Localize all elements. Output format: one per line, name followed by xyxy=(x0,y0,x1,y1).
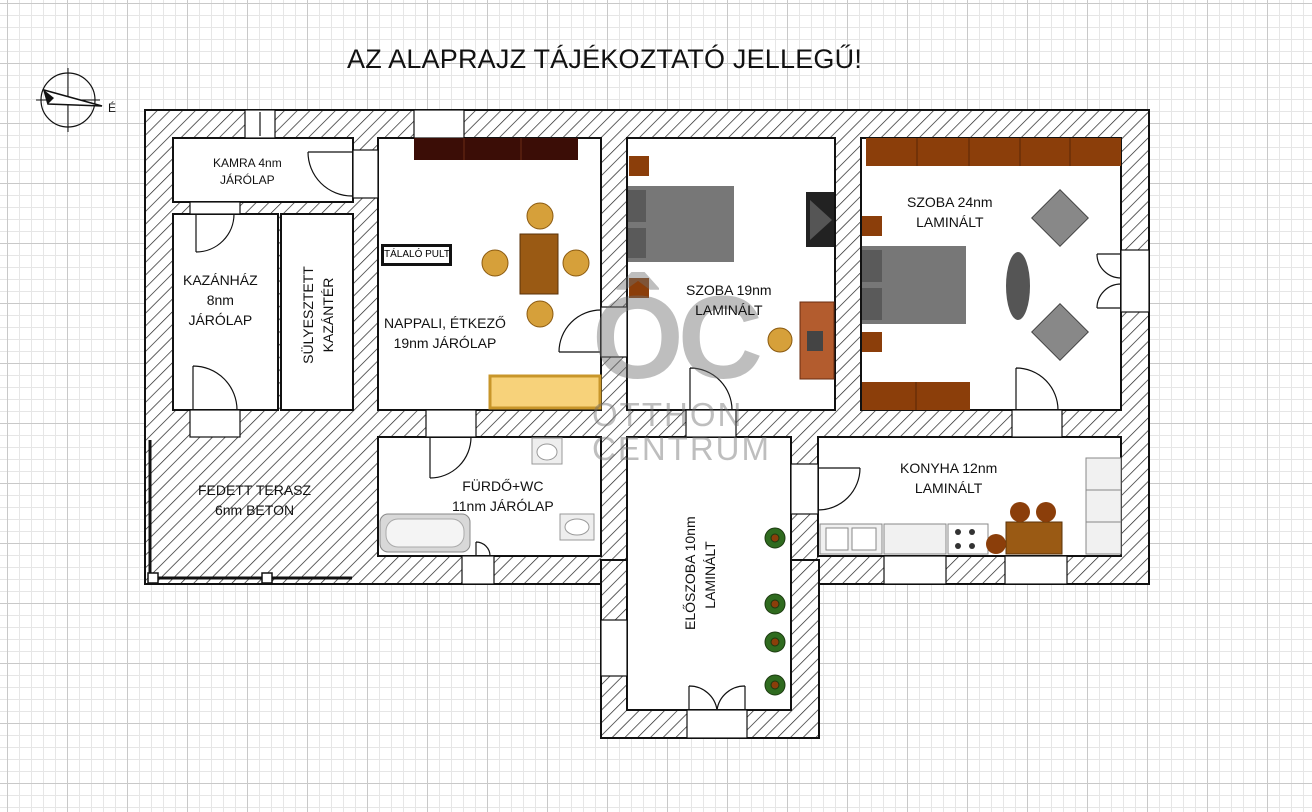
compass-icon: É xyxy=(36,68,116,132)
sofa-yellow xyxy=(488,374,602,410)
page-title: AZ ALAPRAJZ TÁJÉKOZTATÓ JELLEGŰ! xyxy=(347,44,863,74)
bed-szoba19 xyxy=(628,156,734,298)
bathtub xyxy=(379,513,471,553)
wardrobe-top xyxy=(866,138,1121,166)
room-szoba24 xyxy=(860,137,1122,411)
compass-label: É xyxy=(108,100,116,115)
wardrobe-bottom xyxy=(862,382,970,410)
bed-szoba24 xyxy=(862,216,966,352)
sinks xyxy=(531,437,595,541)
armchairs xyxy=(1006,189,1089,361)
desk xyxy=(767,301,835,380)
kitchen-counter xyxy=(819,457,1122,555)
doors xyxy=(189,109,1150,739)
label-talalo-pult: TÁLALÓ PULT xyxy=(381,244,452,266)
kitchen-cabinet-dark xyxy=(414,138,578,160)
room-kazanter xyxy=(280,213,354,411)
terrace xyxy=(147,440,352,584)
room-kamra xyxy=(172,137,354,203)
kitchen-table xyxy=(986,502,1063,555)
dining-table xyxy=(481,202,590,328)
fireplace xyxy=(806,192,834,247)
plant-icons xyxy=(764,527,786,696)
